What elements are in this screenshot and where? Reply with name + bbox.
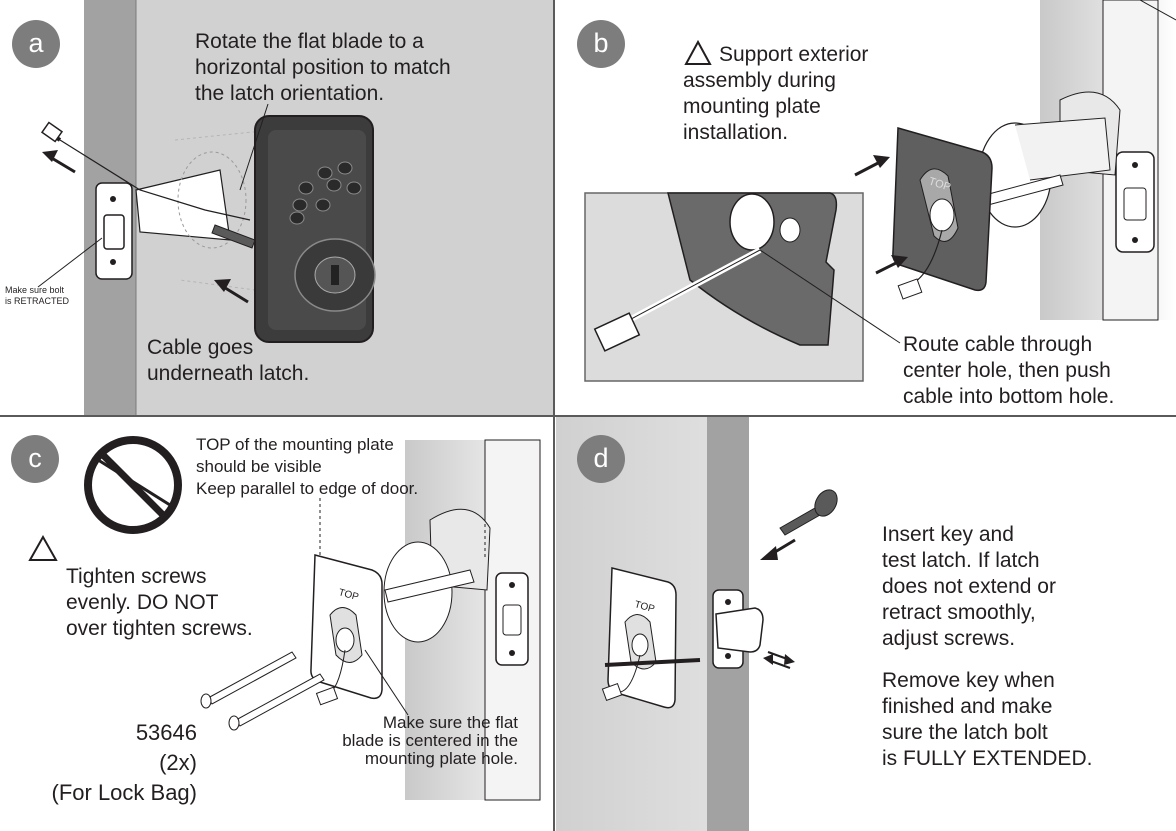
panel-a-artwork [37, 0, 553, 415]
panel-d-artwork: TOP [556, 417, 1176, 831]
panel-c-part-number: 53646 (2x) (For Lock Bag) [51, 720, 198, 805]
panel-b-badge: b [577, 20, 625, 68]
panel-c-tighten-note: Tighten screws evenly. DO NOT over tight… [66, 565, 253, 640]
panel-c-artwork: TOP [0, 417, 553, 831]
plate-top-label: TOP [633, 599, 656, 615]
panel-c-badge: c [11, 435, 59, 483]
panel-c-blade-note: Make sure the flat blade is centered in … [342, 713, 518, 768]
panel-a-cable-note: Cable goes underneath latch. [147, 336, 310, 385]
panel-d-remove-note: Remove key when finished and make sure t… [882, 669, 1093, 770]
cable-connector [40, 121, 64, 143]
latch-bolt [715, 607, 764, 653]
panel-b-artwork: TOP [556, 0, 1176, 414]
panel-d-key-note: Insert key and test latch. If latch does… [882, 523, 1056, 650]
panel-a-badge: a [12, 20, 60, 68]
panel-b-support-note: ⚠Support exterior assembly during mounti… [683, 43, 869, 144]
panel-a-instruction: Rotate the flat blade to a horizontal po… [195, 30, 451, 105]
plate-top-label: TOP [337, 587, 360, 603]
key-icon [779, 489, 838, 536]
panel-c-top-note: TOP of the mounting plate should be visi… [196, 435, 419, 498]
panel-a-bolt-note: Make sure bolt is RETRACTED [5, 285, 70, 306]
screws [200, 651, 325, 731]
panel-d-badge: d [577, 435, 625, 483]
panel-b-route-note: Route cable through center hole, then pu… [903, 333, 1115, 408]
